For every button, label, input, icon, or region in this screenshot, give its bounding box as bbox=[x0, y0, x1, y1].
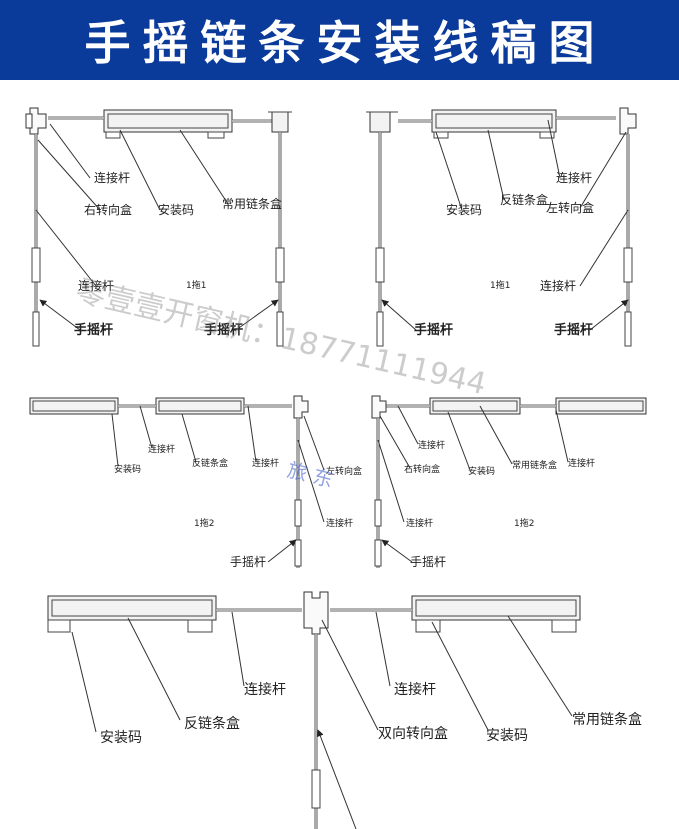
panel-5-diagram bbox=[47, 591, 581, 829]
p2-left-turn-box-label: 左转向盒 bbox=[546, 200, 594, 215]
panel-1-diagram bbox=[25, 107, 292, 347]
p1-connector-rod-2-label: 连接杆 bbox=[78, 278, 114, 293]
p5-bidirectional-box-label: 双向转向盒 bbox=[378, 725, 448, 742]
p4-crank-label: 手摇杆 bbox=[410, 555, 446, 569]
p3-mount-code-label: 安装码 bbox=[114, 463, 141, 475]
p2-reverse-box-label: 反链条盒 bbox=[500, 192, 548, 207]
p3-crank-label: 手摇杆 bbox=[230, 555, 266, 569]
p2-crank-label: 手摇杆 bbox=[414, 322, 453, 338]
p3-reverse-box-label: 反链条盒 bbox=[192, 457, 228, 469]
p1-caption: 1拖1 bbox=[186, 279, 206, 291]
p4-standard-box-label: 常用链条盒 bbox=[512, 459, 557, 471]
p5-connector-rod-right-label: 连接杆 bbox=[394, 681, 436, 698]
p1-crank-2-label: 手摇杆 bbox=[204, 322, 243, 338]
p5-standard-box-label: 常用链条盒 bbox=[572, 711, 642, 728]
panel-4-diagram bbox=[371, 395, 647, 568]
p5-mount-code-2-label: 安装码 bbox=[486, 728, 528, 744]
watermark-stamp: 旅 东 bbox=[285, 458, 336, 493]
p1-crank-label: 手摇杆 bbox=[74, 322, 113, 338]
panel-2-diagram bbox=[366, 107, 637, 347]
leader-lines bbox=[35, 119, 629, 829]
p2-mount-code-label: 安装码 bbox=[446, 202, 482, 217]
panel-3-diagram bbox=[29, 395, 309, 568]
p5-connector-rod-left-label: 连接杆 bbox=[244, 681, 286, 698]
p3-connector-rod-2-label: 连接杆 bbox=[252, 457, 279, 469]
p4-connector-rod-2-label: 连接杆 bbox=[568, 457, 595, 469]
installation-diagram: 连接杆 右转向盒 安装码 常用链条盒 连接杆 1拖1 手摇杆 手摇杆 安装码 反… bbox=[25, 107, 647, 829]
p4-right-turn-box-label: 右转向盒 bbox=[404, 463, 440, 475]
p3-caption: 1拖2 bbox=[194, 517, 214, 529]
p5-reverse-box-label: 反链条盒 bbox=[184, 715, 240, 732]
page-title: 手摇链条安装线稿图 bbox=[84, 16, 607, 70]
p4-caption: 1拖2 bbox=[514, 517, 534, 529]
p2-caption: 1拖1 bbox=[490, 279, 510, 291]
p2-connector-rod-2-label: 连接杆 bbox=[540, 278, 576, 293]
p4-mount-code-label: 安装码 bbox=[468, 465, 495, 477]
p1-mount-code-label: 安装码 bbox=[158, 202, 194, 217]
p4-connector-rod-3-label: 连接杆 bbox=[406, 517, 433, 529]
p5-mount-code-label: 安装码 bbox=[100, 730, 142, 746]
p1-connector-rod-label: 连接杆 bbox=[94, 170, 130, 185]
p3-left-turn-box-label: 左转向盒 bbox=[326, 465, 362, 477]
p1-standard-box-label: 常用链条盒 bbox=[222, 196, 282, 211]
p2-crank-2-label: 手摇杆 bbox=[554, 322, 593, 338]
p3-connector-rod-3-label: 连接杆 bbox=[326, 517, 353, 529]
header-banner: 手摇链条安装线稿图 bbox=[0, 0, 679, 80]
p4-connector-rod-label: 连接杆 bbox=[418, 439, 445, 451]
p1-right-turn-box-label: 右转向盒 bbox=[84, 202, 132, 217]
p2-connector-rod-label: 连接杆 bbox=[556, 170, 592, 185]
p3-connector-rod-label: 连接杆 bbox=[148, 443, 175, 455]
